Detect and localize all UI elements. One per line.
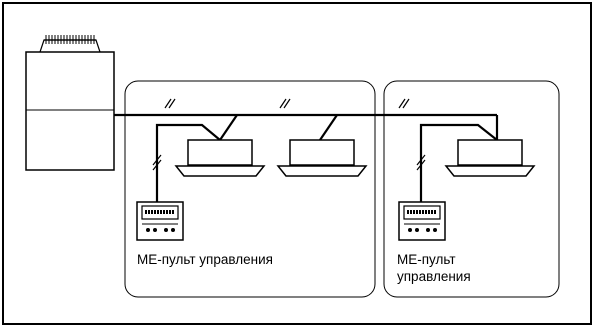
indoor-unit-3 <box>444 139 536 177</box>
fan-grille <box>45 35 95 44</box>
controller-label-group-1: ME-пульт управления <box>137 252 273 267</box>
wire-slash-marks <box>152 98 426 171</box>
outdoor-unit <box>25 35 115 171</box>
remote-controller-2 <box>398 201 446 241</box>
remote-controller-1 <box>136 201 184 241</box>
controller-label-group-2-line-2: управления <box>397 269 471 284</box>
indoor-unit-1 <box>174 139 266 177</box>
group-box-2 <box>383 80 560 298</box>
branch-lines-group-1 <box>155 114 338 210</box>
indoor-unit-2 <box>276 139 368 177</box>
branch-lines-group-2 <box>419 115 499 210</box>
controller-label-group-2-line-1: ME-пульт <box>397 252 456 267</box>
group-box-1 <box>124 80 376 298</box>
